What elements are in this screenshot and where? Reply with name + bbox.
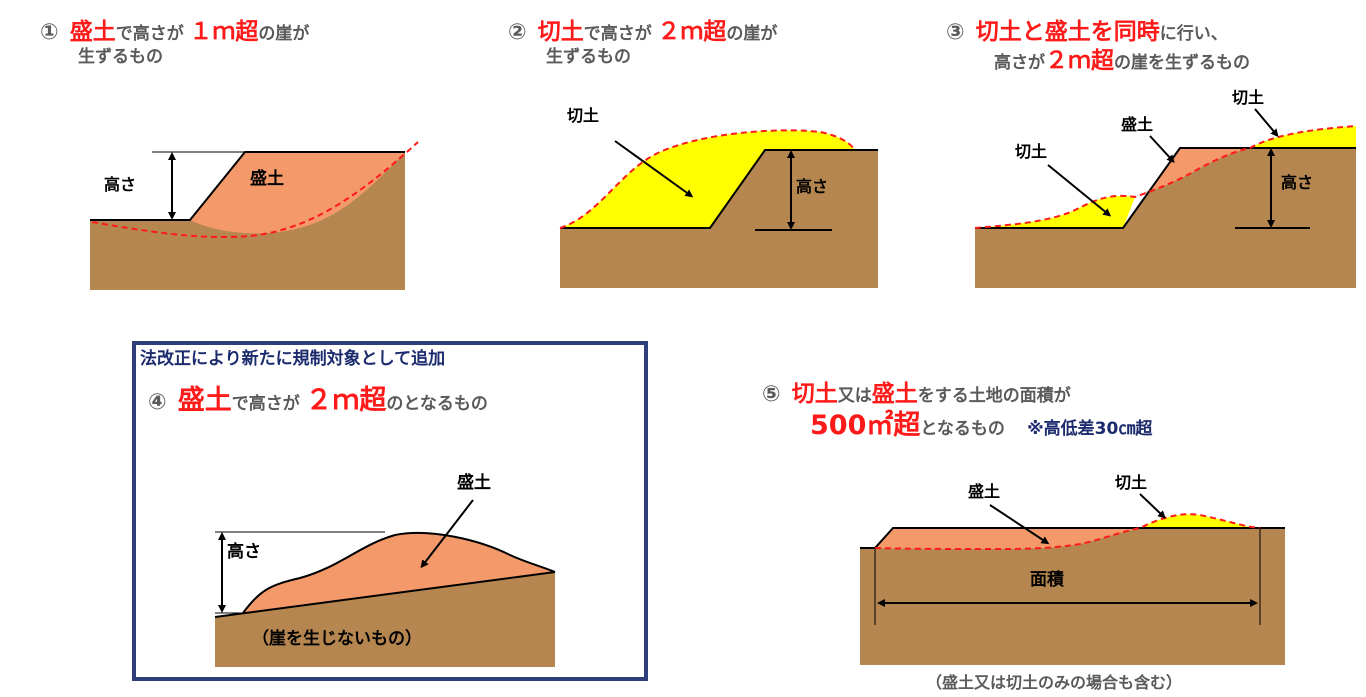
diagram-2-cut-label: 切土 bbox=[567, 106, 599, 125]
diagram-4-height-label: 高さ bbox=[227, 541, 261, 562]
caption-5-text-b: をする土地の面積が bbox=[917, 386, 1071, 406]
diagram-1-surface-line bbox=[90, 151, 405, 221]
diagram-2-original-ground-line bbox=[559, 129, 856, 229]
caption-5: ⑤ 切土又は盛土をする土地の面積が 500㎡超となるもの ※高低差30㎝超 bbox=[762, 380, 1152, 443]
diagram-3-fill-area bbox=[1135, 148, 1250, 197]
diagram-5-cut-pointer bbox=[1139, 493, 1166, 519]
diagram-3-original-ground-line bbox=[974, 125, 1357, 229]
caption-3-text-b: 高さが bbox=[994, 52, 1045, 73]
diagram-3-cut-area-left bbox=[975, 195, 1135, 228]
diagram-4-fill-pointer bbox=[420, 499, 474, 569]
diagram-3-cut-area-right bbox=[1250, 126, 1356, 148]
diagram-3-cut-left-pointer bbox=[1047, 164, 1112, 217]
caption-3-text-a: に行い、 bbox=[1159, 24, 1228, 44]
diagram-1-fill-slope: 高さ 盛土 bbox=[90, 141, 419, 290]
diagram-4-mound-outline bbox=[242, 531, 556, 614]
diagram-1-original-ground-line bbox=[91, 141, 419, 239]
height-diff-note: ※高低差30㎝超 bbox=[1027, 418, 1153, 439]
diagram-3-cut-top-pointer bbox=[1254, 108, 1279, 138]
diagram-5-area-label: 面積 bbox=[1030, 569, 1065, 590]
diagram-3-cut-top-label: 切土 bbox=[1232, 88, 1264, 107]
diagram-3-cut-left-label: 切土 bbox=[1015, 142, 1047, 161]
diagram-5-area-scale: 面積 盛土 切土 （盛土又は切土のみの場合も含む） bbox=[860, 473, 1285, 692]
number-4: ④ bbox=[148, 390, 167, 415]
caption-4-fill: 盛土 bbox=[177, 385, 232, 416]
caption-2-text-b: の崖が bbox=[726, 24, 778, 44]
caption-2-cut: 切土 bbox=[537, 19, 584, 45]
caption-3: ③ 切土と盛土を同時に行い、 高さが２ｍ超の崖を生ずるもの bbox=[946, 18, 1250, 76]
caption-3-cut-and-fill: 切土と盛土を同時 bbox=[975, 19, 1160, 45]
diagram-3-fill-pointer bbox=[1149, 135, 1175, 163]
diagram-3-ground bbox=[975, 148, 1356, 288]
diagram-2-ground bbox=[560, 150, 878, 288]
diagram-4-fill-area bbox=[243, 532, 555, 613]
caption-5-area-threshold: 500㎡超 bbox=[810, 409, 921, 441]
diagram-4-note: （崖を生じないもの） bbox=[252, 628, 422, 649]
new-regulation-frame bbox=[132, 341, 648, 681]
diagram-4-fill-mound: 高さ 盛土 （崖を生じないもの） bbox=[214, 472, 556, 667]
diagram-2-cut-slope: 高さ 切土 bbox=[559, 106, 878, 288]
diagram-5-fill-pointer bbox=[989, 504, 1050, 545]
diagram-1-fill-area bbox=[190, 152, 405, 234]
number-5: ⑤ bbox=[762, 382, 781, 407]
caption-5-fill: 盛土 bbox=[871, 381, 918, 407]
diagram-4-ground bbox=[215, 572, 555, 667]
caption-3-threshold: ２ｍ超 bbox=[1045, 47, 1114, 74]
caption-5-text-a: 又は bbox=[837, 386, 872, 406]
diagram-5-fill-area bbox=[875, 528, 1140, 549]
caption-5-text-c: となるもの bbox=[920, 418, 1005, 439]
caption-1-text-b: の崖が bbox=[258, 24, 310, 44]
caption-2: ② 切土で高さが ２ｍ超の崖が 生ずるもの bbox=[508, 18, 777, 68]
caption-1-fill: 盛土 bbox=[69, 19, 116, 45]
caption-4-text-a: で高さが bbox=[231, 394, 300, 414]
caption-1: ① 盛土で高さが １ｍ超の崖が 生ずるもの bbox=[40, 18, 309, 68]
diagram-3-cut-and-fill-slope: 高さ 切土 盛土 切土 bbox=[974, 88, 1357, 288]
caption-1-text-a: で高さが bbox=[115, 24, 184, 44]
caption-1-line2: 生ずるもの bbox=[78, 46, 163, 67]
caption-4: ④ 盛土で高さが ２ｍ超のとなるもの bbox=[148, 384, 488, 418]
diagram-4-slope-line bbox=[214, 571, 556, 618]
new-regulation-banner: 法改正により新たに規制対象として追加 bbox=[140, 349, 446, 369]
diagram-5-original-ground-line bbox=[874, 513, 1261, 550]
diagram-5-cut-area bbox=[1140, 514, 1260, 528]
caption-4-threshold: ２ｍ超 bbox=[305, 385, 387, 416]
caption-3-text-c: の崖を生ずるもの bbox=[1114, 52, 1250, 73]
caption-1-threshold: １ｍ超 bbox=[189, 19, 259, 45]
diagram-2-cut-area bbox=[560, 130, 855, 228]
diagram-3-fill-label: 盛土 bbox=[1121, 115, 1153, 134]
number-3: ③ bbox=[946, 20, 965, 45]
number-2: ② bbox=[508, 20, 527, 45]
diagram-1-fill-label: 盛土 bbox=[250, 168, 284, 189]
diagram-4-fill-label: 盛土 bbox=[457, 472, 491, 493]
diagram-5-bottom-note: （盛土又は切土のみの場合も含む） bbox=[926, 673, 1182, 692]
number-1: ① bbox=[40, 20, 59, 45]
diagram-1-height-label: 高さ bbox=[104, 175, 136, 194]
diagram-5-ground bbox=[860, 528, 1285, 665]
caption-2-line2: 生ずるもの bbox=[546, 46, 631, 67]
caption-5-cut: 切土 bbox=[791, 381, 838, 407]
diagram-2-surface-line bbox=[560, 149, 878, 229]
diagram-2-cut-pointer bbox=[614, 140, 694, 198]
caption-2-threshold: ２ｍ超 bbox=[657, 19, 727, 45]
diagram-5-fill-label: 盛土 bbox=[968, 482, 1000, 501]
diagram-3-height-label: 高さ bbox=[1281, 173, 1313, 192]
caption-4-text-b: のとなるもの bbox=[386, 394, 488, 414]
caption-2-text-a: で高さが bbox=[583, 24, 652, 44]
diagram-5-surface-line bbox=[860, 527, 1285, 549]
diagram-5-cut-label: 切土 bbox=[1115, 473, 1147, 492]
diagram-2-height-label: 高さ bbox=[796, 177, 828, 196]
